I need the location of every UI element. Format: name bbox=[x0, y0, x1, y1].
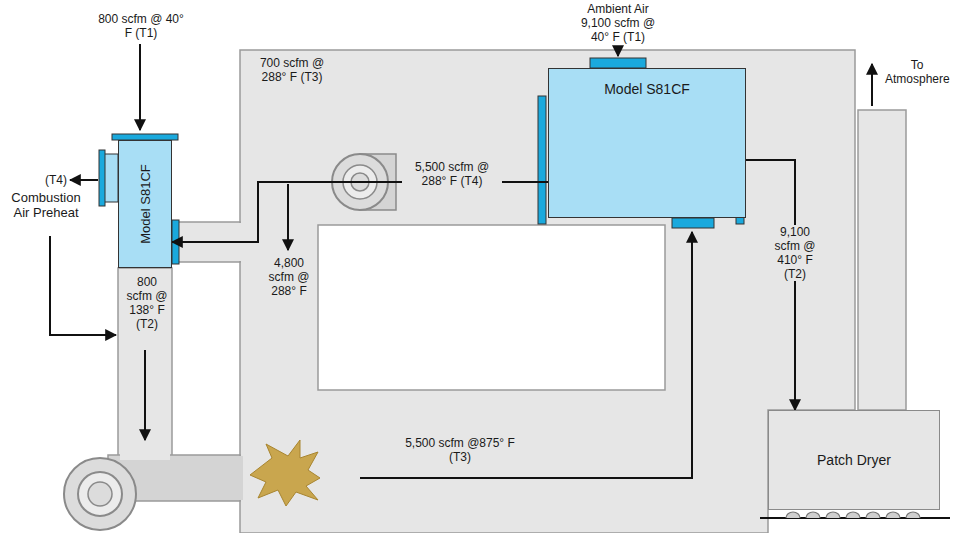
inlet-nozzle bbox=[672, 218, 714, 228]
flow-arrow bbox=[144, 350, 146, 440]
flow-arrow bbox=[287, 184, 289, 250]
duct-loop bbox=[240, 50, 855, 533]
outlet-label: To Atmosphere bbox=[884, 58, 950, 86]
inlet-label: Combustion Air Preheat bbox=[6, 190, 86, 220]
dryer-box: Patch Dryer bbox=[768, 410, 940, 510]
heat-exchanger: Model S81CF bbox=[548, 68, 746, 218]
flow-arrow bbox=[139, 44, 141, 130]
burner-flame bbox=[250, 440, 320, 506]
flow-arrow bbox=[617, 46, 619, 56]
temperature-label: (T4) bbox=[26, 173, 68, 187]
flow-connector bbox=[746, 160, 795, 410]
inner-void bbox=[318, 225, 665, 390]
flow-label: 800 scfm @ 40° F (T1) bbox=[95, 12, 187, 40]
combustion-fan bbox=[64, 458, 136, 530]
flow-arrow bbox=[871, 64, 873, 106]
preheat-duct bbox=[118, 268, 172, 458]
flow-label: 5,500 scfm @875° F (T3) bbox=[400, 436, 520, 464]
flow-label: Ambient Air 9,100 scfm @ 40° F (T1) bbox=[576, 2, 660, 44]
flow-label: 800 scfm @ 138° F (T2) bbox=[123, 275, 171, 331]
flow-arrow bbox=[70, 179, 98, 181]
flow-arrow bbox=[360, 232, 692, 478]
fan-wheel bbox=[78, 472, 122, 516]
flange bbox=[99, 150, 105, 206]
outlet-nozzle bbox=[104, 154, 118, 202]
node-title: Model S81CF bbox=[549, 81, 745, 97]
flow-label: 4,800 scfm @ 288° F bbox=[264, 256, 314, 298]
exhaust-stack bbox=[858, 110, 906, 410]
node-title: Model S81CF bbox=[138, 164, 153, 243]
duct-seam bbox=[237, 456, 243, 500]
fan-hub bbox=[88, 482, 112, 506]
heat-exchanger: Model S81CF bbox=[118, 140, 172, 268]
node-title: Patch Dryer bbox=[811, 452, 897, 468]
flow-connector bbox=[172, 182, 548, 242]
flow-label: 5,500 scfm @ 288° F (T4) bbox=[402, 160, 502, 188]
flow-arrow bbox=[50, 236, 116, 335]
flow-label: 700 scfm @ 288° F (T3) bbox=[246, 56, 338, 84]
inlet-nozzle bbox=[590, 58, 646, 68]
duct-seam bbox=[120, 450, 170, 460]
flange bbox=[538, 96, 546, 224]
product-patches bbox=[786, 512, 920, 518]
flow-label: 9,100 scfm @ 410° F (T2) bbox=[772, 225, 818, 281]
